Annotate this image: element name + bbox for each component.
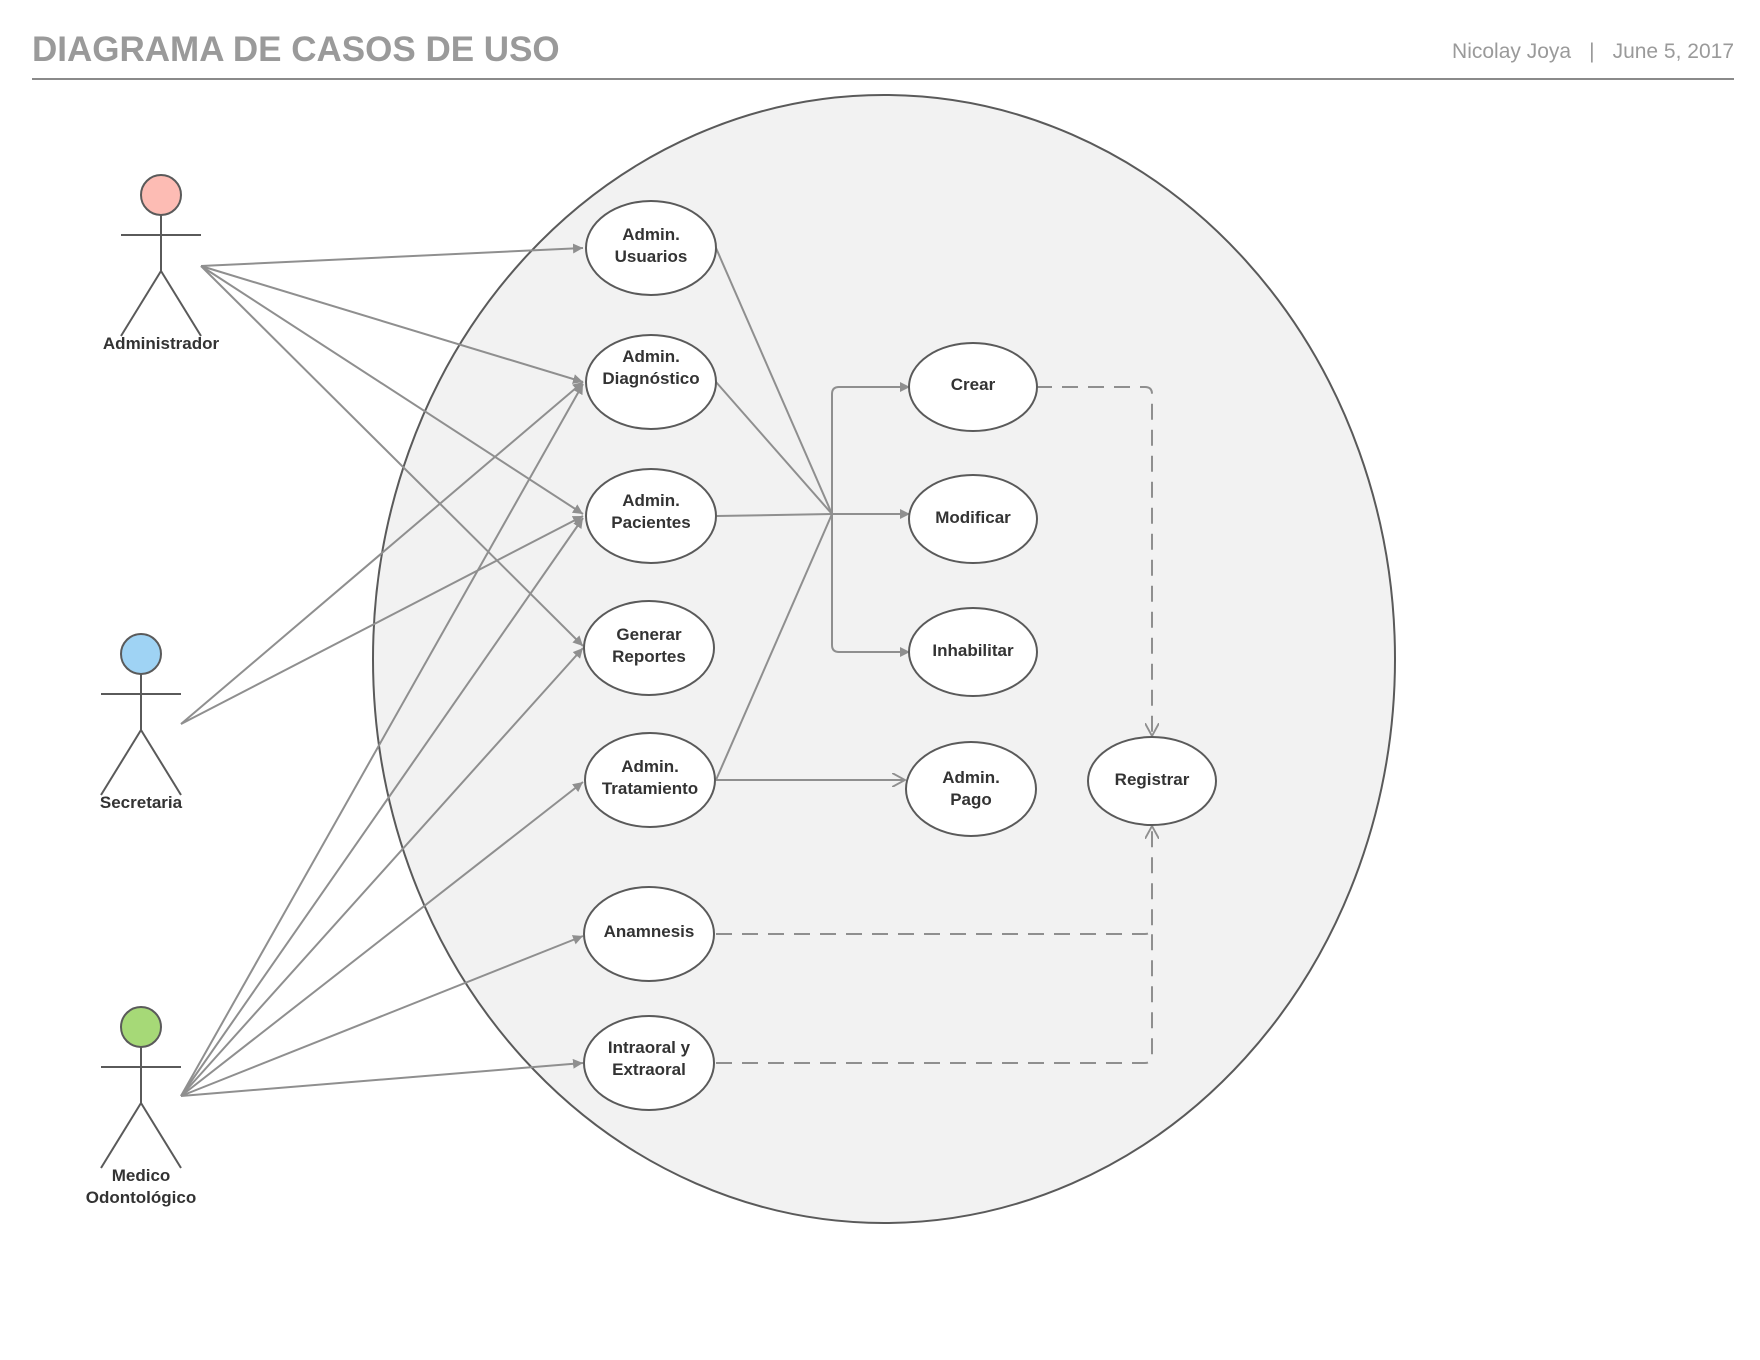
assoc-admin-usuarios <box>200 243 584 267</box>
use-case-label: Pacientes <box>611 513 690 532</box>
use-case-modificar[interactable]: Modificar <box>908 474 1038 564</box>
use-case-tratamiento[interactable]: Admin. Tratamiento <box>584 732 716 828</box>
actor-medico[interactable]: Medico Odontológico <box>86 1006 196 1207</box>
link-anamnesis-registrar <box>716 826 1152 935</box>
use-case-label: Admin. <box>622 225 680 244</box>
use-case-label: Anamnesis <box>604 922 695 941</box>
use-case-anamnesis[interactable]: Anamnesis <box>583 886 715 982</box>
associations-secretaria <box>180 381 584 725</box>
assoc-sec-diagnostico <box>180 381 584 725</box>
actor-label: Odontológico <box>86 1188 196 1207</box>
use-case-label: Inhabilitar <box>932 641 1014 660</box>
actor-head <box>140 174 182 216</box>
use-case-label: Intraoral y <box>608 1038 691 1057</box>
actor-secretaria[interactable]: Secretaria <box>100 633 183 812</box>
actor-administrador[interactable]: Administrador <box>103 174 220 353</box>
use-case-label: Registrar <box>1115 770 1190 789</box>
assoc-med-anamnesis <box>180 935 584 1097</box>
use-case-pacientes[interactable]: Admin. Pacientes <box>585 468 717 564</box>
link-diagnostico-hub <box>715 381 833 515</box>
crud-relations <box>715 247 910 781</box>
use-case-usuarios[interactable]: Admin. Usuarios <box>585 200 717 296</box>
use-case-label: Reportes <box>612 647 686 666</box>
assoc-admin-reportes <box>200 265 584 647</box>
use-case-label: Usuarios <box>615 247 688 266</box>
use-case-label: Admin. <box>622 347 680 366</box>
actor-label: Secretaria <box>100 793 183 812</box>
link-hub-crear <box>831 382 910 514</box>
use-case-reportes[interactable]: Generar Reportes <box>583 600 715 696</box>
use-case-label: Tratamiento <box>602 779 698 798</box>
link-intraoral-registrar <box>716 934 1153 1064</box>
use-case-label: Admin. <box>622 491 680 510</box>
associations-medico <box>180 383 584 1097</box>
stick-figure-icon <box>100 674 182 796</box>
assoc-med-reportes <box>180 647 584 1097</box>
meta-separator: | <box>1589 40 1595 63</box>
link-usuarios-hub <box>715 247 833 515</box>
use-case-label: Pago <box>950 790 992 809</box>
assoc-med-diagnostico <box>180 383 584 1097</box>
assoc-med-pacientes <box>180 517 584 1097</box>
author-name: Nicolay Joya <box>1452 40 1572 63</box>
diagram-date: June 5, 2017 <box>1612 40 1734 63</box>
use-case-inhabilitar[interactable]: Inhabilitar <box>908 607 1038 697</box>
actor-label: Administrador <box>103 334 220 353</box>
use-case-pago[interactable]: Admin. Pago <box>905 741 1037 837</box>
use-case-registrar[interactable]: Registrar <box>1087 736 1217 826</box>
use-case-label: Crear <box>951 375 996 394</box>
assoc-sec-pacientes <box>180 515 584 725</box>
associations-administrador <box>200 243 584 647</box>
use-case-label: Admin. <box>942 768 1000 787</box>
use-case-label: Extraoral <box>612 1060 686 1079</box>
assoc-admin-pacientes <box>200 265 584 515</box>
assoc-med-intraoral <box>180 1058 584 1097</box>
actor-head <box>120 633 162 675</box>
link-hub-inhabilitar <box>831 514 910 657</box>
use-case-intraoral[interactable]: Intraoral y Extraoral <box>583 1015 715 1111</box>
assoc-admin-diagnostico <box>200 265 584 384</box>
link-pacientes-hub <box>715 513 833 517</box>
use-case-label: Generar <box>616 625 682 644</box>
actor-head <box>120 1006 162 1048</box>
diagram-meta: Nicolay Joya | June 5, 2017 <box>1452 40 1734 64</box>
use-case-label: Diagnóstico <box>602 369 699 388</box>
stick-figure-icon <box>120 215 202 337</box>
diagram-title: DIAGRAMA DE CASOS DE USO <box>32 30 560 69</box>
actor-label: Medico <box>112 1166 171 1185</box>
registrar-relations <box>716 386 1153 1064</box>
link-tratamiento-hub <box>715 513 833 781</box>
use-case-diagnostico[interactable]: Admin. Diagnóstico <box>585 334 717 430</box>
system-boundary <box>372 94 1396 1224</box>
stick-figure-icon <box>100 1047 182 1169</box>
use-case-label: Modificar <box>935 508 1011 527</box>
link-crear-registrar <box>1036 386 1152 736</box>
use-case-label: Admin. <box>621 757 679 776</box>
use-case-crear[interactable]: Crear <box>908 342 1038 432</box>
assoc-med-tratamiento <box>180 781 584 1097</box>
diagram-header: DIAGRAMA DE CASOS DE USO Nicolay Joya | Ju… <box>32 28 1734 80</box>
